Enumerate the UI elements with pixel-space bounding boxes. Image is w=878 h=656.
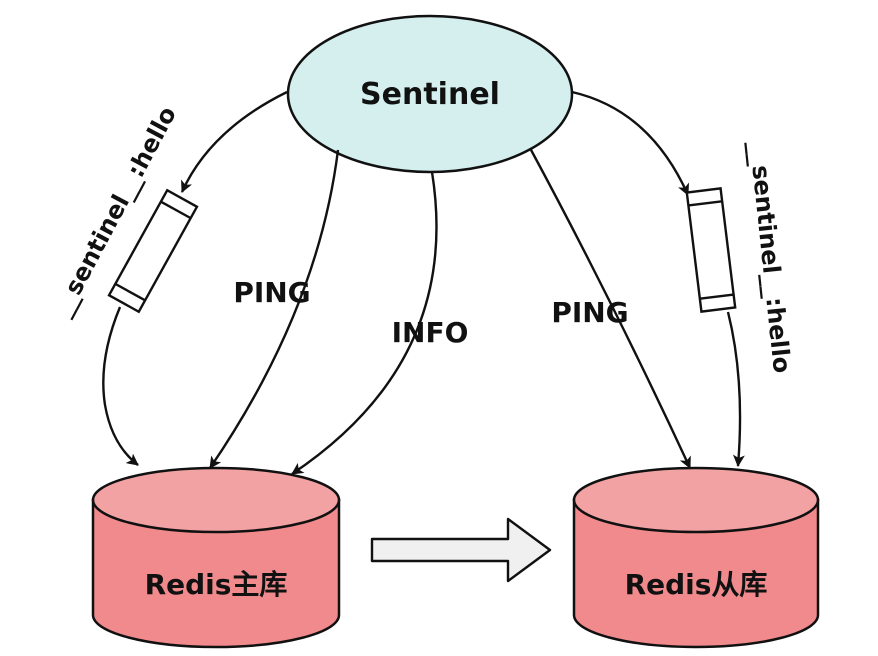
edge-sentinel-hello-replica — [571, 90, 690, 196]
sentinel-label: Sentinel — [360, 77, 500, 112]
edge-label-ping-master: PING — [233, 276, 310, 309]
master-db-node: Redis主库 — [91, 466, 341, 649]
channel-queue-master — [107, 188, 199, 314]
channel-queue-replica — [685, 187, 737, 313]
master-db-label: Redis主库 — [145, 568, 288, 601]
channel-label-replica: __sentinel__:hello — [744, 140, 796, 374]
replication-arrow — [370, 517, 552, 583]
edge-ping-replica — [528, 147, 692, 469]
edge-label-ping-replica: PING — [551, 296, 628, 329]
edge-sentinel-hello-master — [180, 90, 288, 193]
replica-db-node: Redis从库 — [572, 466, 820, 649]
sentinel-node: Sentinel — [286, 14, 574, 174]
edge-hello-channel-master — [102, 306, 139, 466]
edge-info-master — [291, 171, 438, 475]
replica-db-label: Redis从库 — [625, 568, 768, 601]
edge-hello-channel-replica — [726, 311, 745, 467]
edge-ping-master — [209, 149, 340, 469]
edge-label-info-master: INFO — [392, 316, 469, 349]
